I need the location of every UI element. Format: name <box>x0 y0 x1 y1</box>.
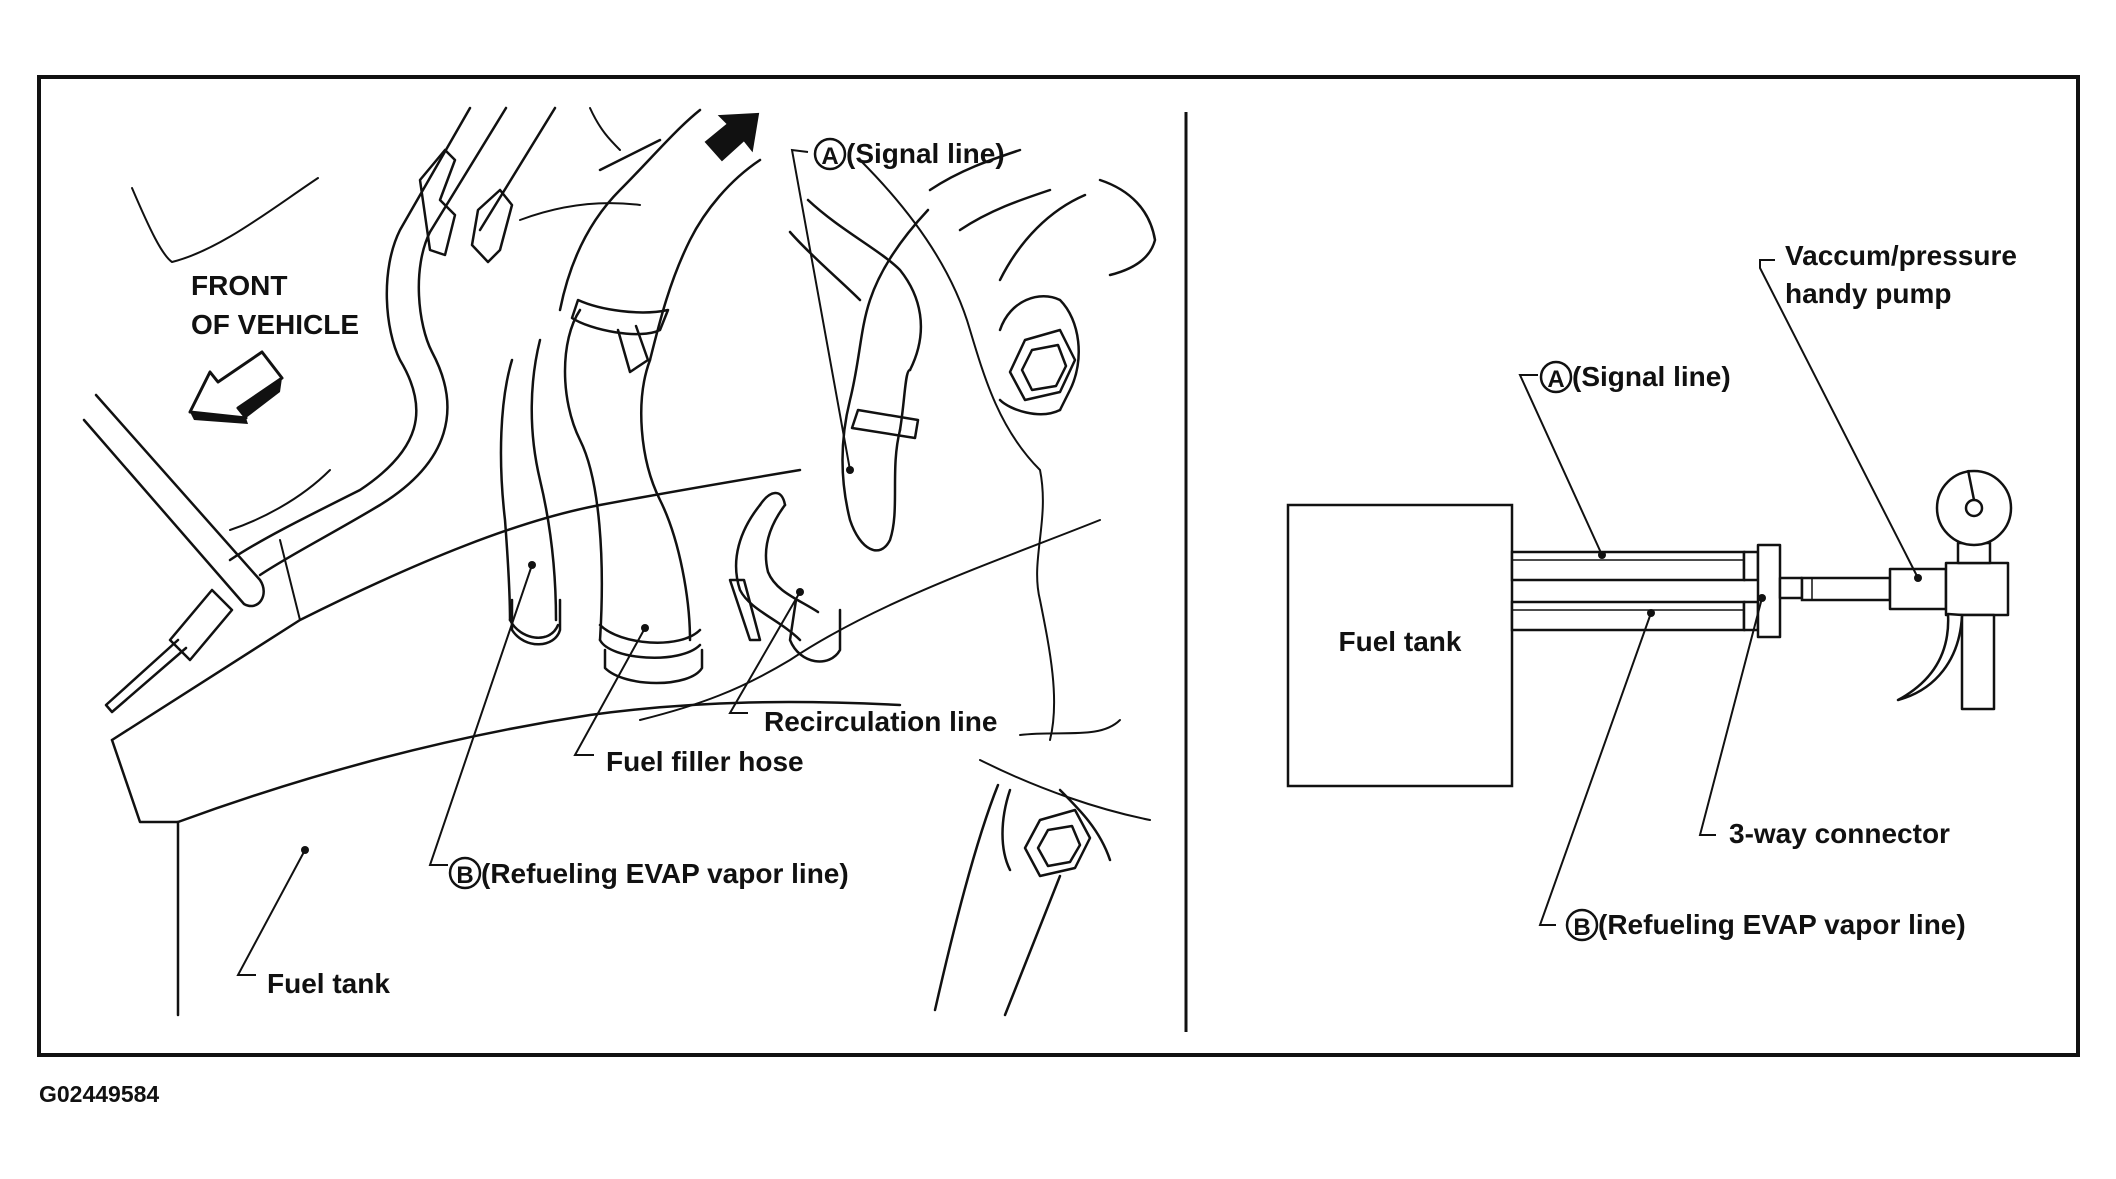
right-view: Vaccum/pressure handy pump A (Signal lin… <box>1286 240 2017 942</box>
arrow-up-right-icon <box>704 112 760 162</box>
fuel-filler-hose <box>558 108 762 685</box>
right-view-leaders <box>1518 259 1922 926</box>
fuel-tank-label-left: Fuel tank <box>267 968 390 999</box>
vapor-line-marker-circle-right <box>1565 908 1599 942</box>
fuel-tank-box <box>1286 503 1514 788</box>
recirculation-line-label: Recirculation line <box>764 706 997 737</box>
vapor-line-label: (Refueling EVAP vapor line) <box>481 858 849 889</box>
signal-line-marker-circle <box>813 137 847 171</box>
three-way-connector-label: 3-way connector <box>1729 818 1950 849</box>
clamp-bolt-upper <box>998 178 1157 416</box>
vapor-line-label-right: (Refueling EVAP vapor line) <box>1598 909 1966 940</box>
vapor-line-tube <box>1510 600 1746 632</box>
signal-line-marker-right: A <box>1547 366 1564 393</box>
three-way-connector <box>1742 543 1804 639</box>
signal-line-marker: A <box>821 143 838 170</box>
left-view: FRONT OF VEHICLE A (Signal line) Recircu… <box>82 106 1157 1017</box>
signal-line-hose <box>788 148 1052 552</box>
figure-id: G02449584 <box>39 1081 159 1107</box>
left-view-leaders <box>236 148 854 976</box>
tank-strap-rod <box>82 393 265 714</box>
signal-line-marker-circle-right <box>1539 360 1573 394</box>
front-of-vehicle-arrow-icon <box>188 350 284 424</box>
evap-vapor-hose <box>499 338 562 646</box>
figure-frame <box>37 75 2080 1057</box>
bracket-tubes <box>228 106 641 577</box>
signal-line-tube <box>1510 550 1746 582</box>
vehicle-body-outline <box>131 159 1151 821</box>
pump-label-line1: Vaccum/pressure <box>1785 240 2017 271</box>
front-of-vehicle-label-2: OF VEHICLE <box>191 309 359 340</box>
pump-tube <box>1800 576 1892 602</box>
signal-line-label: (Signal line) <box>846 138 1005 169</box>
fuel-tank-label-right: Fuel tank <box>1339 626 1462 657</box>
vapor-line-marker: B <box>456 862 473 889</box>
vapor-line-marker-right: B <box>1573 914 1590 941</box>
fuel-tank-body <box>110 468 902 1017</box>
clamp-bolt-lower <box>933 783 1112 1017</box>
fuel-filler-hose-label: Fuel filler hose <box>606 746 804 777</box>
signal-line-label-right: (Signal line) <box>1572 361 1731 392</box>
pump-label-line2: handy pump <box>1785 278 1951 309</box>
vapor-line-marker-circle <box>448 856 482 890</box>
handy-pump-icon <box>1888 469 2013 711</box>
recirculation-hose <box>728 491 842 663</box>
front-of-vehicle-label-1: FRONT <box>191 270 287 301</box>
